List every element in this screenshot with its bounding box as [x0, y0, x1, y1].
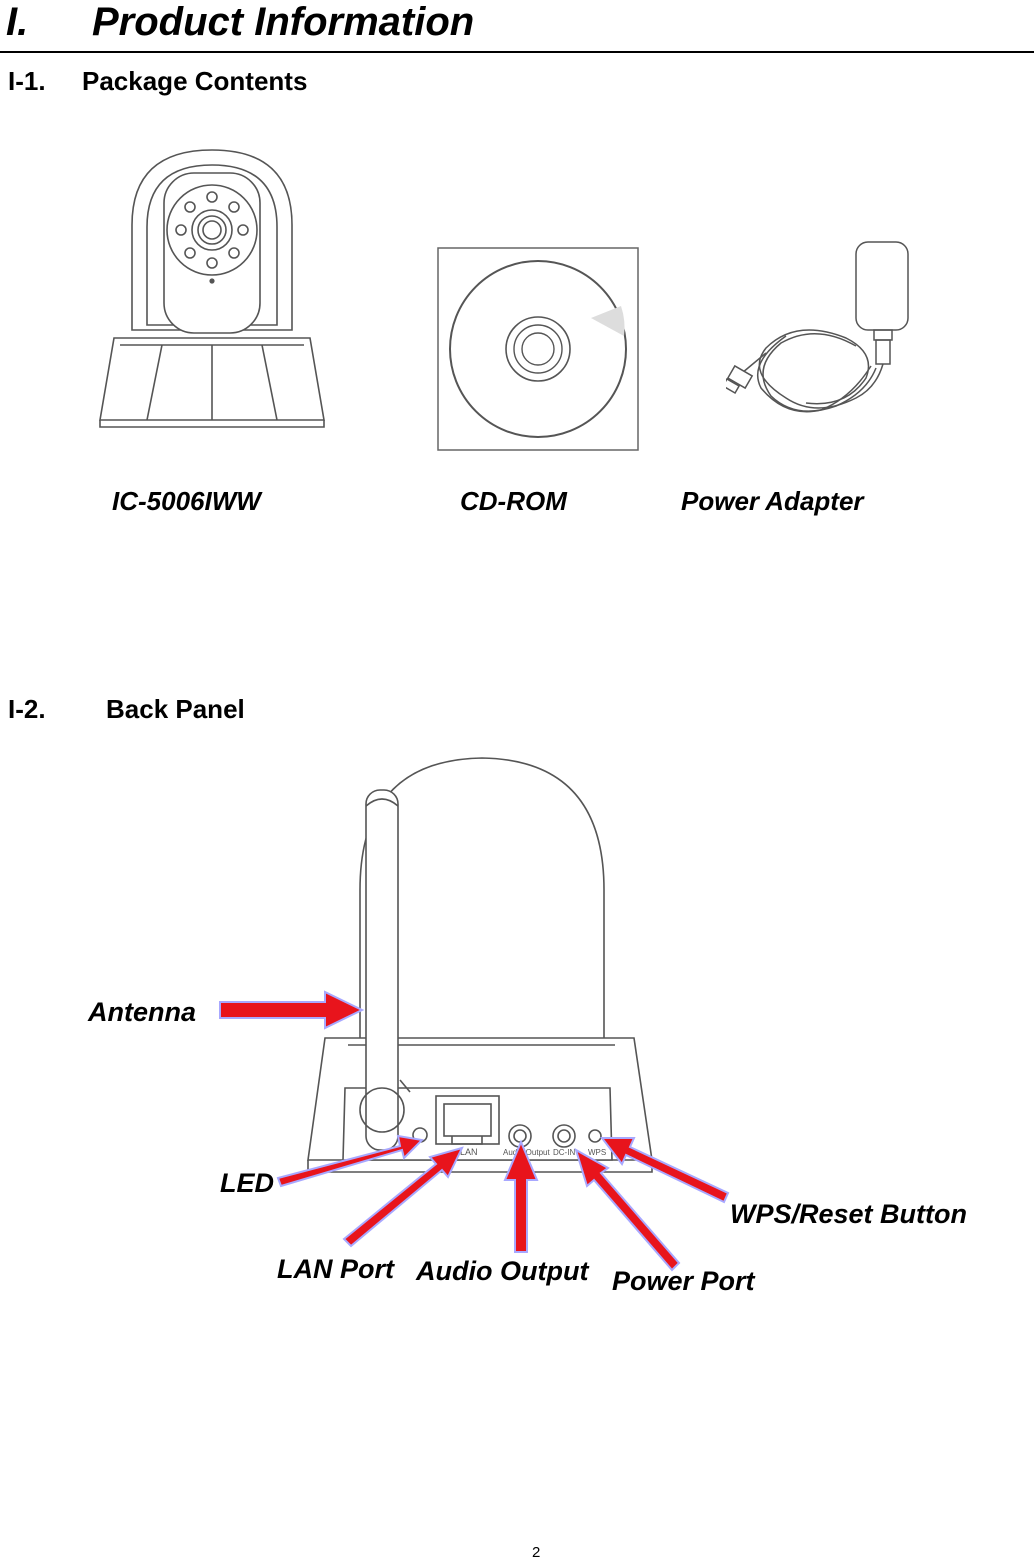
subsection-title-package: Package Contents: [82, 66, 308, 96]
item-caption-cd-rom: CD-ROM: [460, 486, 567, 516]
callout-wps-reset: WPS/Reset Button: [730, 1199, 968, 1229]
item-caption-camera: IC-5006IWW: [112, 486, 261, 516]
callout-antenna: Antenna: [88, 997, 196, 1027]
section-title: Product Information: [92, 0, 475, 44]
arrow-wps-reset: [599, 1137, 730, 1204]
page-number: 2: [532, 1544, 541, 1561]
arrow-led: [276, 1134, 425, 1188]
cd-rom-image: [437, 247, 639, 451]
callout-arrows: [219, 990, 730, 1272]
camera-front-image: [99, 149, 325, 428]
arrow-audio-output: [503, 1139, 539, 1253]
header-rule: [0, 51, 1034, 53]
section-number: I.: [6, 0, 29, 44]
port-label-audio: Audio Output: [503, 1148, 550, 1157]
arrow-lan-port: [342, 1146, 464, 1248]
port-label-lan: LAN: [460, 1147, 478, 1157]
callout-lan-port: LAN Port: [277, 1254, 394, 1284]
subsection-number-back-panel: I-2.: [8, 694, 46, 724]
arrow-power-port: [574, 1147, 681, 1272]
callout-power-port: Power Port: [612, 1266, 755, 1296]
callout-led: LED: [220, 1168, 274, 1198]
port-label-wps: WPS: [588, 1148, 606, 1157]
port-label-dc-in: DC-IN: [553, 1148, 575, 1157]
power-adapter-image: [726, 241, 909, 413]
arrow-antenna: [219, 990, 365, 1030]
camera-back-diagram: LAN Audio Output DC-IN WPS: [219, 757, 730, 1272]
subsection-number-package: I-1.: [8, 66, 46, 96]
callout-audio-output: Audio Output: [416, 1256, 589, 1286]
item-caption-power-adapter: Power Adapter: [681, 486, 864, 516]
subsection-title-back-panel: Back Panel: [106, 694, 245, 724]
